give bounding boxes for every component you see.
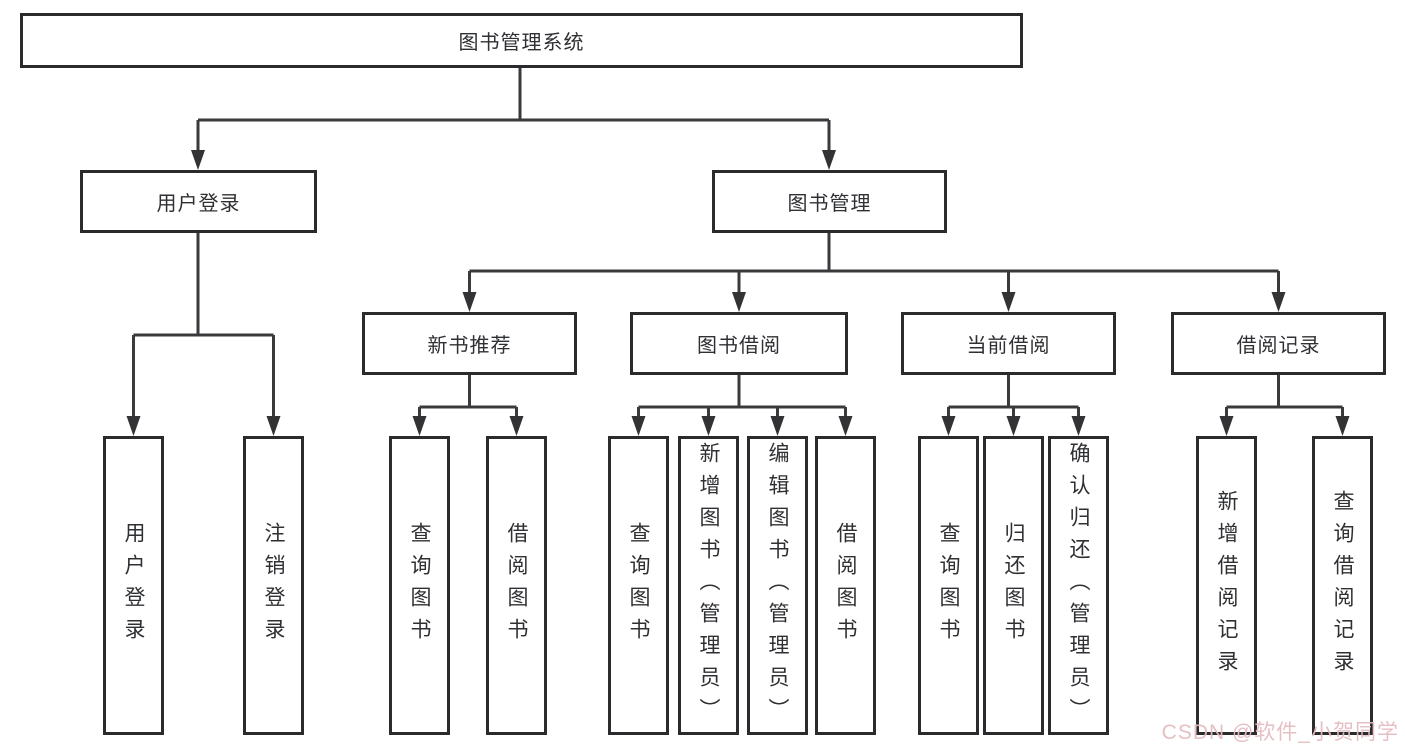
arrowhead xyxy=(412,416,427,436)
arrowhead xyxy=(1071,416,1086,436)
connector-user-login-rail xyxy=(133,233,274,337)
arrowhead xyxy=(1271,292,1286,312)
leaf-return-book: 归还图书 xyxy=(983,436,1044,735)
leaf-query-book-current: 查询图书 xyxy=(918,436,979,735)
leaf-label: 用户登录 xyxy=(122,521,145,650)
node-label: 图书管理系统 xyxy=(458,32,585,54)
node-label: 图书借阅 xyxy=(697,335,781,357)
arrowhead xyxy=(266,416,281,436)
leaf-label: 确认归还（管理员） xyxy=(1067,441,1090,730)
node-book-management: 图书管理 xyxy=(712,170,947,233)
arrowhead xyxy=(126,416,141,436)
arrowhead xyxy=(1006,416,1021,436)
leaf-label: 查询图书 xyxy=(937,521,960,650)
node-label: 新书推荐 xyxy=(427,335,512,357)
arrowhead xyxy=(701,416,716,436)
arrowhead xyxy=(1001,292,1016,312)
leaf-add-book-admin: 新增图书（管理员） xyxy=(678,436,739,735)
leaf-label: 借阅图书 xyxy=(834,521,857,650)
leaf-confirm-return-admin: 确认归还（管理员） xyxy=(1048,436,1109,735)
arrowhead xyxy=(822,150,836,170)
node-user-login: 用户登录 xyxy=(80,170,317,233)
connector-root-rail xyxy=(198,68,829,122)
leaf-borrow-book: 借阅图书 xyxy=(815,436,876,735)
node-new-book-recommend: 新书推荐 xyxy=(362,312,577,375)
arrowhead xyxy=(1335,416,1350,436)
arrowhead xyxy=(1219,416,1234,436)
arrowhead xyxy=(509,416,524,436)
connector-book-mgmt-rail xyxy=(469,233,1279,273)
csdn-watermark: CSDN @软件_小贺同学 xyxy=(1161,721,1399,744)
node-book-borrow: 图书借阅 xyxy=(630,312,848,375)
leaf-label: 查询图书 xyxy=(627,521,650,650)
node-label: 图书管理 xyxy=(787,193,872,215)
arrowhead xyxy=(191,150,205,170)
leaf-label: 注销登录 xyxy=(262,521,285,650)
connector-borrow-record-rail xyxy=(1226,375,1343,409)
leaf-label: 编辑图书（管理员） xyxy=(766,441,789,730)
leaf-label: 新增借阅记录 xyxy=(1215,489,1238,682)
leaf-user-login: 用户登录 xyxy=(103,436,164,735)
arrowhead xyxy=(462,292,477,312)
arrowhead xyxy=(732,292,746,312)
arrowhead xyxy=(838,416,853,436)
leaf-borrow-book-recommend: 借阅图书 xyxy=(486,436,547,735)
arrowhead xyxy=(631,416,646,436)
leaf-logout: 注销登录 xyxy=(243,436,304,735)
leaf-query-book-recommend: 查询图书 xyxy=(389,436,450,735)
leaf-label: 查询借阅记录 xyxy=(1331,489,1354,682)
arrowhead xyxy=(941,416,956,436)
node-label: 用户登录 xyxy=(156,193,241,215)
node-root-system: 图书管理系统 xyxy=(20,13,1023,68)
leaf-edit-book-admin: 编辑图书（管理员） xyxy=(747,436,808,735)
leaf-label: 新增图书（管理员） xyxy=(697,441,720,730)
arrowhead xyxy=(770,416,785,436)
leaf-label: 查询图书 xyxy=(408,521,431,650)
leaf-query-borrow-record: 查询借阅记录 xyxy=(1312,436,1373,735)
leaf-add-borrow-record: 新增借阅记录 xyxy=(1196,436,1257,735)
node-label: 当前借阅 xyxy=(966,335,1051,357)
node-label: 借阅记录 xyxy=(1236,335,1321,357)
connector-book-borrow-rail xyxy=(638,375,846,409)
leaf-query-book-borrow: 查询图书 xyxy=(608,436,669,735)
node-current-borrow: 当前借阅 xyxy=(901,312,1116,375)
leaf-label: 归还图书 xyxy=(1002,521,1025,650)
leaf-label: 借阅图书 xyxy=(505,521,528,650)
connector-new-book-rail xyxy=(419,375,517,409)
node-borrow-record: 借阅记录 xyxy=(1171,312,1386,375)
connector-current-borrow-rail xyxy=(948,375,1079,409)
